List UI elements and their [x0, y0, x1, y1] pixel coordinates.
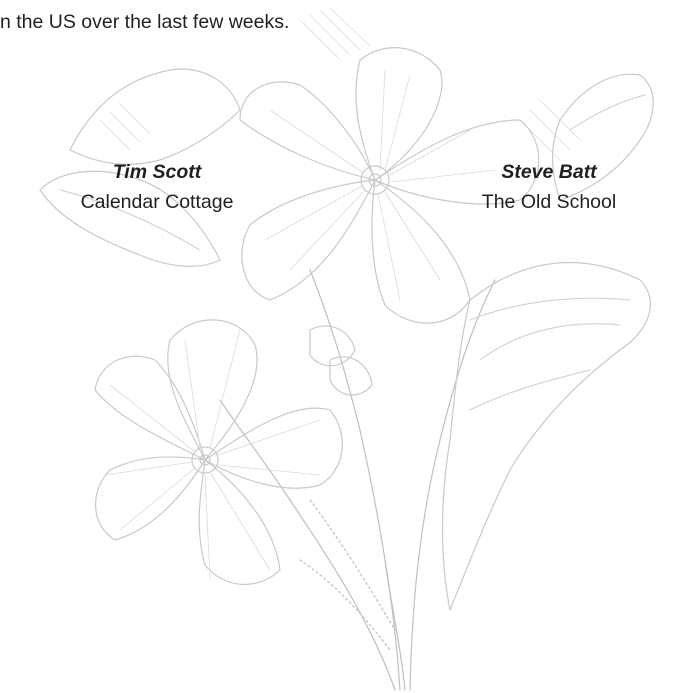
- bud-top-right: [551, 73, 654, 201]
- body-text-line: n the US over the last few weeks.: [0, 11, 290, 33]
- signature-block-left: Tim Scott Calendar Cottage: [52, 157, 262, 217]
- leaf-right: [441, 262, 651, 611]
- buds-small: [309, 325, 373, 396]
- signatory-name: Steve Batt: [501, 161, 597, 183]
- stems: [219, 269, 496, 691]
- flower-top-center: [239, 47, 540, 324]
- flower-lower-left: [94, 319, 343, 585]
- signatory-name: Tim Scott: [112, 161, 202, 183]
- signatory-location: Calendar Cottage: [80, 191, 234, 213]
- signatory-location: The Old School: [481, 191, 617, 213]
- signature-block-right: Steve Batt The Old School: [442, 157, 656, 217]
- leaf-left-upper: [39, 68, 241, 267]
